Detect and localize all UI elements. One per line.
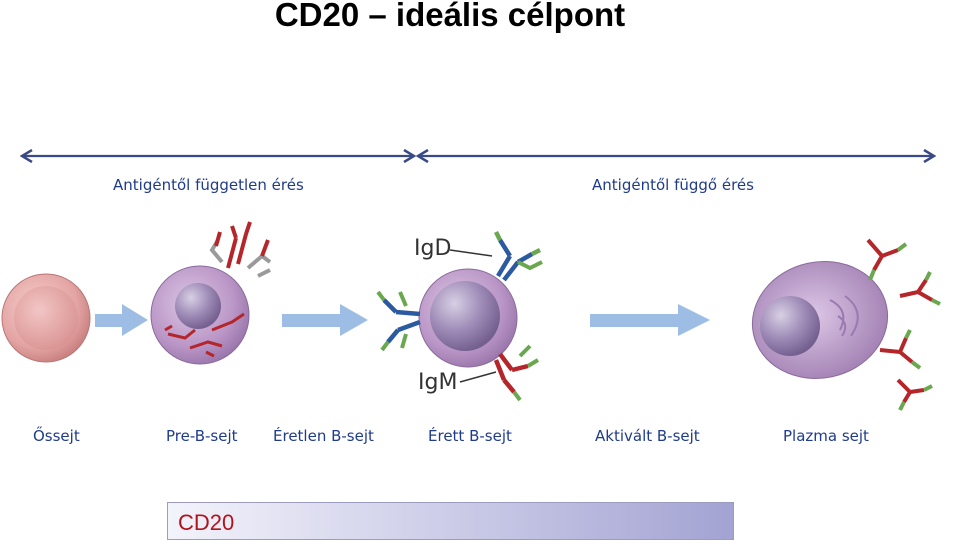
stem-cell xyxy=(1,273,91,363)
stage-label-activated-b-cell: Aktivált B-sejt xyxy=(595,427,700,445)
plasma-cell xyxy=(751,238,941,411)
stage-label-mature-b-cell: Érett B-sejt xyxy=(428,427,512,445)
igm-label: IgM xyxy=(418,370,458,395)
stage-label-plasma-cell: Plazma sejt xyxy=(783,427,869,445)
flow-arrow-3 xyxy=(590,304,710,336)
stage-label-pre-b-cell: Pre-B-sejt xyxy=(166,427,238,445)
flow-arrow-1 xyxy=(95,304,148,336)
cd20-expression-bar: CD20 xyxy=(167,502,734,540)
immature-b-cell xyxy=(376,230,543,402)
cd20-bar-label: CD20 xyxy=(178,510,235,535)
page-title: CD20 – ideális célpont xyxy=(274,0,626,33)
pre-b-cell xyxy=(150,221,272,365)
flow-arrow-2 xyxy=(282,304,368,336)
phase-label-independent: Antigéntől független érés xyxy=(113,176,304,194)
igd-label: IgD xyxy=(414,236,452,261)
phase-label-dependent: Antigéntől függő érés xyxy=(592,176,754,194)
stage-label-stem-cell: Őssejt xyxy=(33,427,80,445)
stage-label-immature-b-cell: Éretlen B-sejt xyxy=(273,427,374,445)
